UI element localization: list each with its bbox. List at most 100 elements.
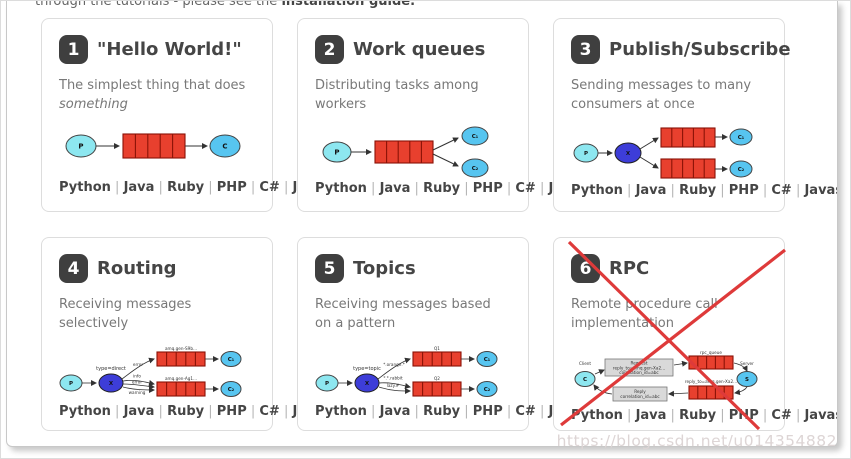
language-link-ruby[interactable]: Ruby (167, 180, 205, 196)
language-unit: | Ruby (666, 182, 717, 198)
language-link-java[interactable]: Java (379, 403, 411, 419)
language-unit: | Ruby (410, 180, 461, 196)
language-link-java[interactable]: Java (635, 407, 667, 423)
language-link-csharp[interactable]: C# (259, 180, 280, 196)
reply-queue-name: reply_to=amq.gen-Xa2... (685, 379, 737, 384)
request-box: Request reply_to=amq.gen-Xa2... correlat… (604, 358, 674, 377)
separator: | (666, 407, 680, 423)
card-hello-world: 1 "Hello World!" The simplest thing that… (41, 18, 397, 212)
separator: | (791, 407, 805, 423)
consumer-1-node (476, 350, 498, 367)
binding-warning-label: warning (129, 390, 146, 395)
language-link-php[interactable]: PHP (728, 407, 759, 423)
binding-info-label: info (133, 373, 141, 378)
language-unit: | PHP (204, 180, 247, 196)
language-link-ruby[interactable]: Ruby (679, 407, 717, 423)
separator: | (246, 403, 260, 419)
client-title: Client (579, 361, 591, 366)
separator: | (410, 180, 424, 196)
language-link-python[interactable]: Python (59, 180, 111, 196)
queue-1-name: amq.gen-S9b... (165, 346, 197, 351)
separator: | (758, 407, 772, 423)
exchange-node (614, 142, 642, 164)
producer-label: P (325, 381, 329, 387)
consumer-1-label: C₁ (738, 135, 745, 141)
language-link-python[interactable]: Python (315, 180, 367, 196)
separator: | (204, 403, 217, 419)
language-unit: | Javascript (791, 407, 837, 423)
separator: | (279, 180, 293, 196)
intro-text: through the tutorials - please see the i… (35, 1, 415, 9)
separator: | (110, 180, 124, 196)
separator: | (666, 182, 680, 198)
separator: | (502, 180, 516, 196)
consumer-2-label: C₂ (738, 167, 745, 173)
tutorial-grid: 1 "Hello World!" The simplest thing that… (41, 18, 837, 431)
server-label-text: S (745, 377, 749, 383)
separator: | (410, 403, 424, 419)
language-unit: Python (571, 408, 623, 423)
language-link-java[interactable]: Java (379, 180, 411, 196)
language-link-ruby[interactable]: Ruby (423, 180, 461, 196)
language-link-php[interactable]: PHP (472, 403, 503, 419)
language-link-ruby[interactable]: Ruby (167, 403, 205, 419)
language-link-python[interactable]: Python (59, 403, 111, 419)
language-link-csharp[interactable]: C# (515, 403, 536, 419)
separator: | (791, 182, 805, 198)
language-link-csharp[interactable]: C# (515, 180, 536, 196)
language-unit: Python (571, 183, 623, 198)
language-link-javascript[interactable]: Javascript (804, 182, 837, 198)
language-unit: | Java (110, 180, 155, 196)
queue-1 (156, 351, 206, 367)
consumer-1-node (729, 128, 753, 146)
language-link-php[interactable]: PHP (472, 180, 503, 196)
language-link-php[interactable]: PHP (728, 182, 759, 198)
language-unit: | PHP (716, 182, 759, 198)
producer-label: P (78, 142, 83, 150)
separator: | (535, 180, 549, 196)
tutorial-number-badge: 2 (315, 35, 344, 64)
language-unit: | C# (503, 404, 536, 419)
card-title: Routing (97, 258, 177, 279)
tutorial-number-badge: 6 (571, 254, 600, 283)
installation-guide-link[interactable]: installation guide. (281, 1, 416, 9)
language-link-csharp[interactable]: C# (771, 407, 792, 423)
language-unit: | Java (110, 403, 155, 419)
separator: | (366, 180, 380, 196)
binding-error2-label: error (132, 379, 142, 384)
consumer-2-node (729, 160, 753, 178)
language-link-csharp[interactable]: C# (259, 403, 280, 419)
language-link-java[interactable]: Java (635, 182, 667, 198)
reply-box: Reply correlation_id=abc (612, 386, 668, 402)
language-unit: Python (59, 180, 111, 195)
card-title: RPC (609, 258, 650, 279)
language-link-csharp[interactable]: C# (771, 182, 792, 198)
separator: | (535, 403, 549, 419)
language-unit: | Java (623, 407, 667, 423)
separator: | (110, 403, 124, 419)
diagram-work-queues: P C₁ C₂ (315, 124, 511, 180)
queue (374, 140, 434, 164)
language-link-java[interactable]: Java (123, 403, 155, 419)
language-link-python[interactable]: Python (315, 403, 367, 419)
language-link-javascript[interactable]: Javascript (804, 407, 837, 423)
card-description: Receiving messages based on a pattern (315, 297, 491, 331)
language-unit: | C# (759, 183, 792, 198)
tutorial-number-badge: 3 (571, 35, 600, 64)
language-link-php[interactable]: PHP (216, 180, 247, 196)
language-link-java[interactable]: Java (123, 180, 155, 196)
language-link-python[interactable]: Python (571, 182, 623, 198)
language-link-ruby[interactable]: Ruby (679, 182, 717, 198)
language-unit: | Java (366, 180, 411, 196)
diagram-rpc: Client C Request reply_to=amq.gen-Xa2...… (571, 343, 767, 407)
separator: | (154, 403, 168, 419)
queue-2 (660, 158, 716, 179)
card-header: 5 Topics (315, 254, 511, 283)
queue-1 (660, 127, 716, 148)
language-link-ruby[interactable]: Ruby (423, 403, 461, 419)
card-description: Distributing tasks among workers (315, 78, 479, 112)
language-link-python[interactable]: Python (571, 407, 623, 423)
language-link-php[interactable]: PHP (216, 403, 247, 419)
card-header: 1 "Hello World!" (59, 35, 255, 64)
